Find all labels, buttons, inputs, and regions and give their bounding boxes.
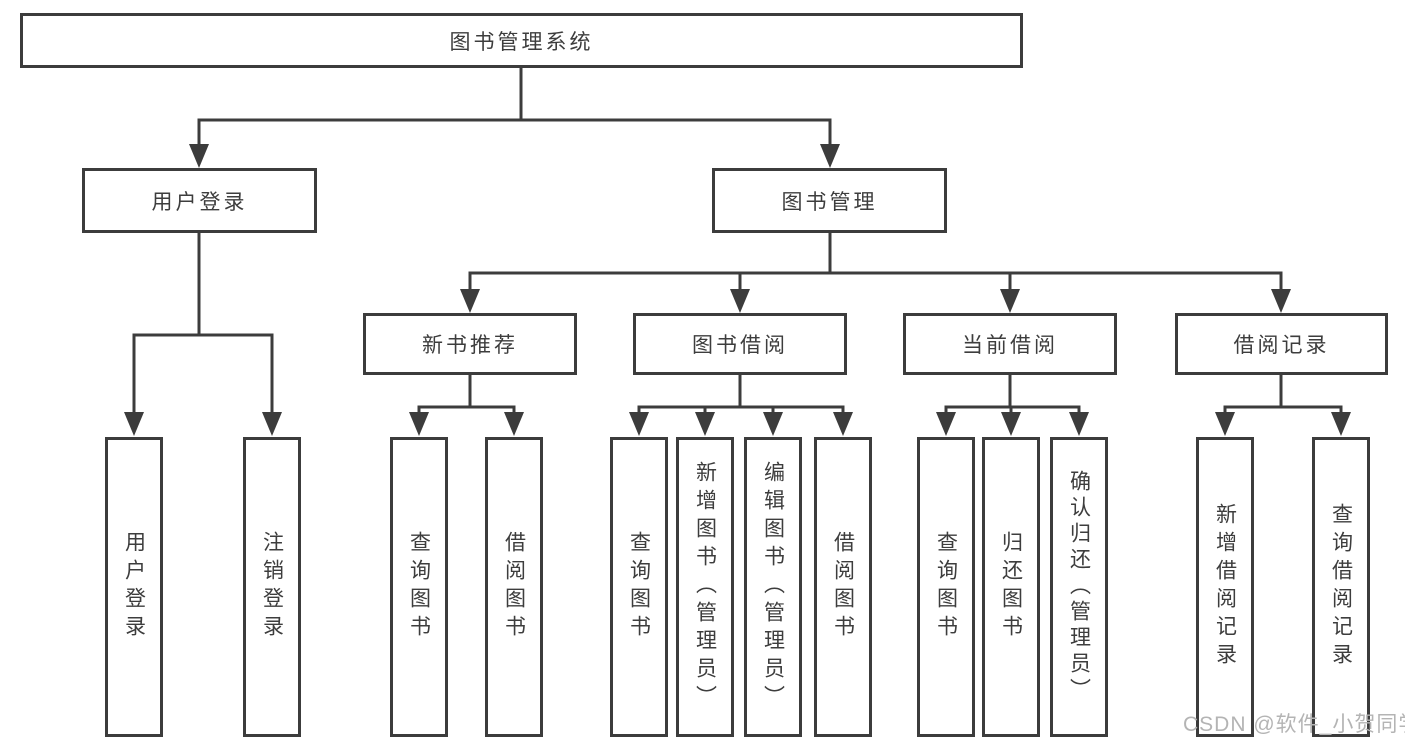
leaf-query-borrow-record: 查询借阅记录 [1312,437,1370,737]
csdn-watermark: CSDN @软件_小贺同学 [1183,713,1405,736]
node-user-login: 用户登录 [82,168,317,233]
node-book-borrow-label: 图书借阅 [692,334,788,357]
leaf-logout-label: 注销登录 [260,531,284,643]
leaf-borrow-books: 借阅图书 [814,437,872,737]
node-book-borrow: 图书借阅 [633,313,847,375]
arrowhead [504,412,524,436]
arrowhead [262,412,282,436]
node-user-login-label: 用户登录 [151,190,248,214]
node-book-management: 图书管理 [712,168,947,233]
arrowhead [695,412,715,436]
arrowhead [1271,289,1291,313]
arrowhead [189,144,209,168]
leaf-add-book-admin-label: 新增图书（管理员） [693,461,717,713]
leaf-logout: 注销登录 [243,437,301,737]
node-root: 图书管理系统 [20,13,1023,68]
node-borrow-records-label: 借阅记录 [1233,334,1330,357]
node-current-borrow-label: 当前借阅 [962,334,1058,357]
node-borrow-records: 借阅记录 [1175,313,1388,375]
arrowhead [124,412,144,436]
leaf-query-books-current-label: 查询图书 [934,531,958,643]
leaf-user-login: 用户登录 [105,437,163,737]
arrowhead [460,289,480,313]
arrowhead [936,412,956,436]
node-current-borrow: 当前借阅 [903,313,1117,375]
leaf-return-book-label: 归还图书 [999,531,1023,643]
leaf-edit-book-admin: 编辑图书（管理员） [744,437,802,737]
leaf-return-book: 归还图书 [982,437,1040,737]
leaf-confirm-return-admin-label: 确认归还（管理员） [1067,470,1091,704]
arrowhead [1001,412,1021,436]
arrowhead [1331,412,1351,436]
leaf-query-borrow-record-label: 查询借阅记录 [1329,503,1353,671]
arrowhead [730,289,750,313]
leaf-borrow-books-recommend: 借阅图书 [485,437,543,737]
leaf-edit-book-admin-label: 编辑图书（管理员） [761,461,785,713]
leaf-confirm-return-admin: 确认归还（管理员） [1050,437,1108,737]
leaf-borrow-books-recommend-label: 借阅图书 [502,531,526,643]
arrowhead [820,144,840,168]
leaf-query-books-recommend-label: 查询图书 [407,531,431,643]
leaf-query-books-borrow-label: 查询图书 [627,531,651,643]
arrowhead [629,412,649,436]
leaf-query-books-borrow: 查询图书 [610,437,668,737]
arrowhead [1000,289,1020,313]
leaf-add-borrow-record: 新增借阅记录 [1196,437,1254,737]
node-root-label: 图书管理系统 [449,30,594,54]
node-book-management-label: 图书管理 [781,190,878,214]
leaf-user-login-label: 用户登录 [122,531,146,643]
leaf-query-books-recommend: 查询图书 [390,437,448,737]
leaf-add-borrow-record-label: 新增借阅记录 [1213,503,1237,671]
arrowhead [409,412,429,436]
arrowhead [1069,412,1089,436]
node-new-book-recommend-label: 新书推荐 [422,334,518,357]
arrowhead [763,412,783,436]
leaf-add-book-admin: 新增图书（管理员） [676,437,734,737]
leaf-borrow-books-label: 借阅图书 [831,531,855,643]
arrowhead [1215,412,1235,436]
leaf-query-books-current: 查询图书 [917,437,975,737]
arrowhead [833,412,853,436]
node-new-book-recommend: 新书推荐 [363,313,577,375]
